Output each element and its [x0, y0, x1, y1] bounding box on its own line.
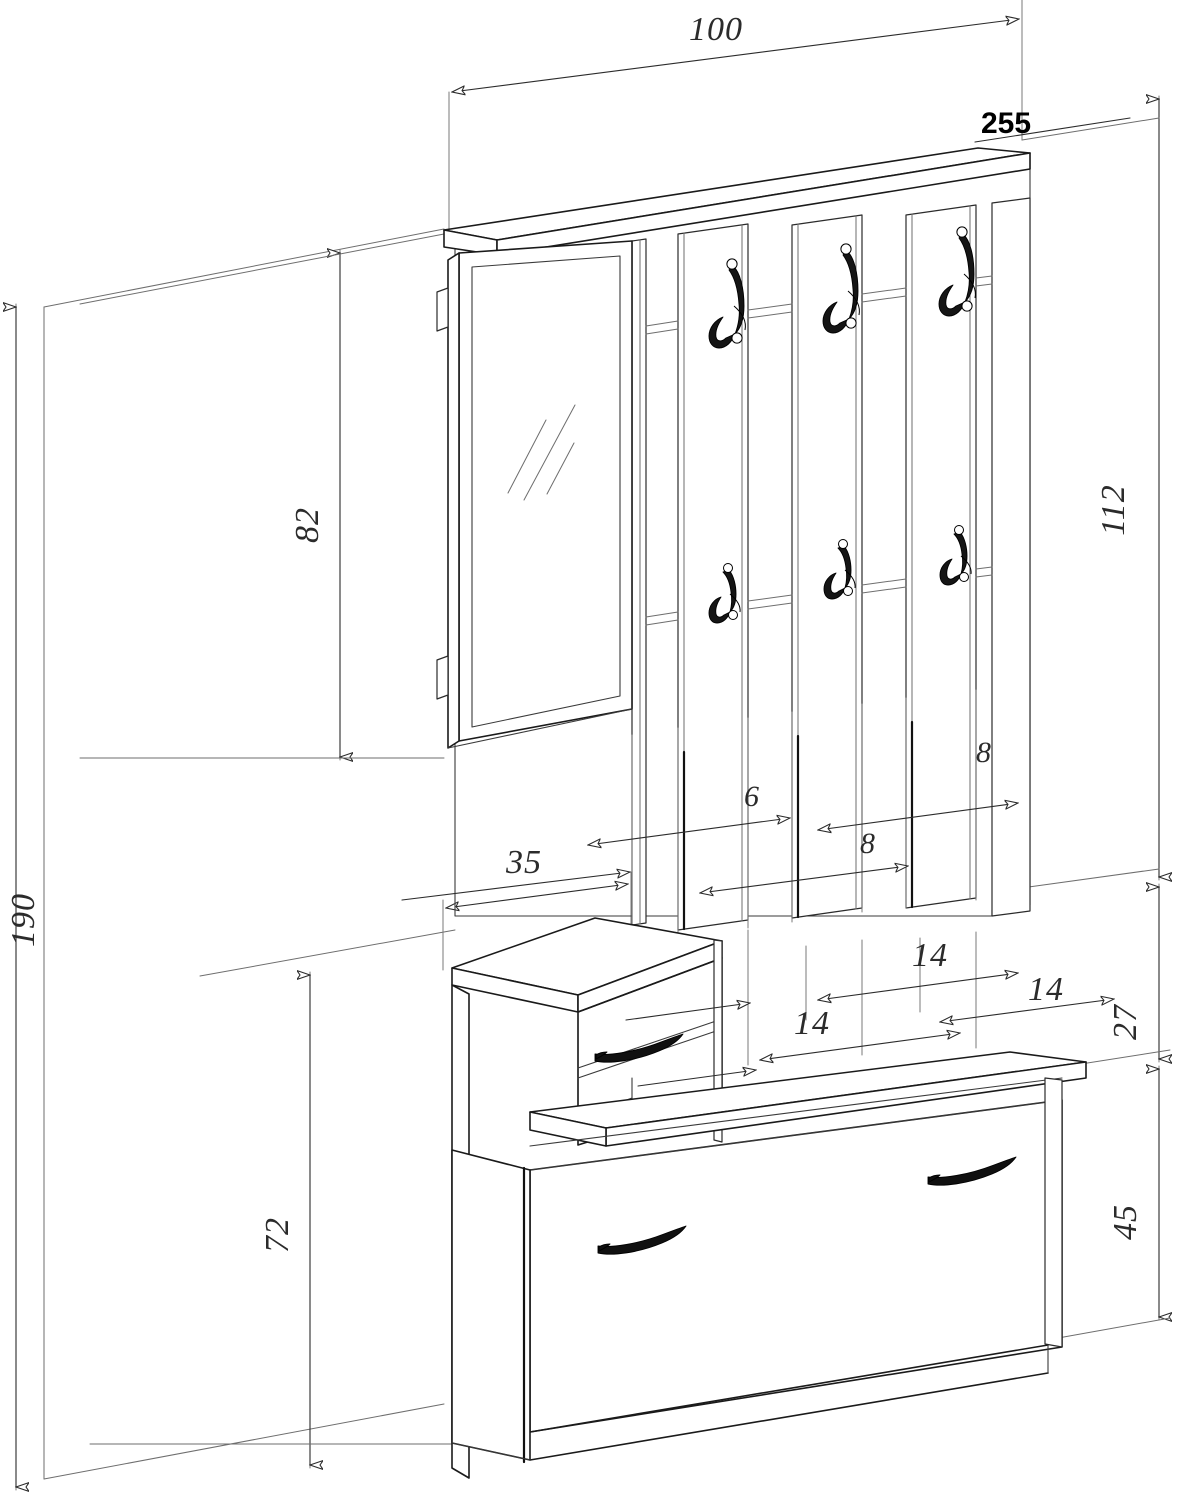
label-height-82: 82 [289, 507, 326, 543]
label-gap-6: 6 [744, 780, 760, 813]
label-spacing-14a: 14 [794, 1005, 830, 1042]
hinge-upper [436, 287, 449, 332]
label-height-112: 112 [1095, 484, 1132, 535]
label-height-45: 45 [1107, 1204, 1144, 1240]
dim-cluster-panel-gaps [401, 689, 1018, 939]
dim-height-112 [991, 96, 1159, 893]
label-height-72: 72 [259, 1217, 296, 1253]
shoe-flap-handle-right [927, 1156, 1017, 1186]
mirror-door-panel [436, 240, 633, 749]
label-width-100: 100 [689, 11, 743, 48]
label-depth-255: 255 [981, 107, 1031, 140]
mirror-reflection-lines [507, 404, 576, 501]
top-shelf-board [443, 147, 1031, 256]
dimension-labels: 100 255 190 82 112 72 27 45 35 6 8 8 14 … [5, 11, 1144, 1253]
label-spacing-14c: 14 [1028, 971, 1064, 1008]
label-width-35: 35 [505, 844, 542, 881]
label-spacing-14b: 14 [912, 937, 948, 974]
dim-height-82 [79, 233, 445, 760]
dim-depth-255 [974, 117, 1131, 143]
dim-overall-width-100 [448, 0, 1023, 233]
label-height-190: 190 [5, 893, 42, 947]
drawer-handle-curved [594, 1033, 684, 1063]
label-height-27: 27 [1107, 1003, 1144, 1040]
dim-height-72 [89, 929, 456, 1468]
label-gap-8b: 8 [976, 736, 992, 769]
reference-plane [43, 228, 445, 1480]
shoe-flap-handle-left [597, 1225, 687, 1255]
shoe-cabinet-flap [451, 1051, 1087, 1464]
dim-cluster-spacings-14 [625, 929, 1114, 1087]
hinge-lower [436, 655, 449, 700]
base-plinth [529, 1344, 1049, 1461]
dim-height-45 [1046, 1066, 1170, 1341]
label-gap-8a: 8 [860, 827, 876, 860]
